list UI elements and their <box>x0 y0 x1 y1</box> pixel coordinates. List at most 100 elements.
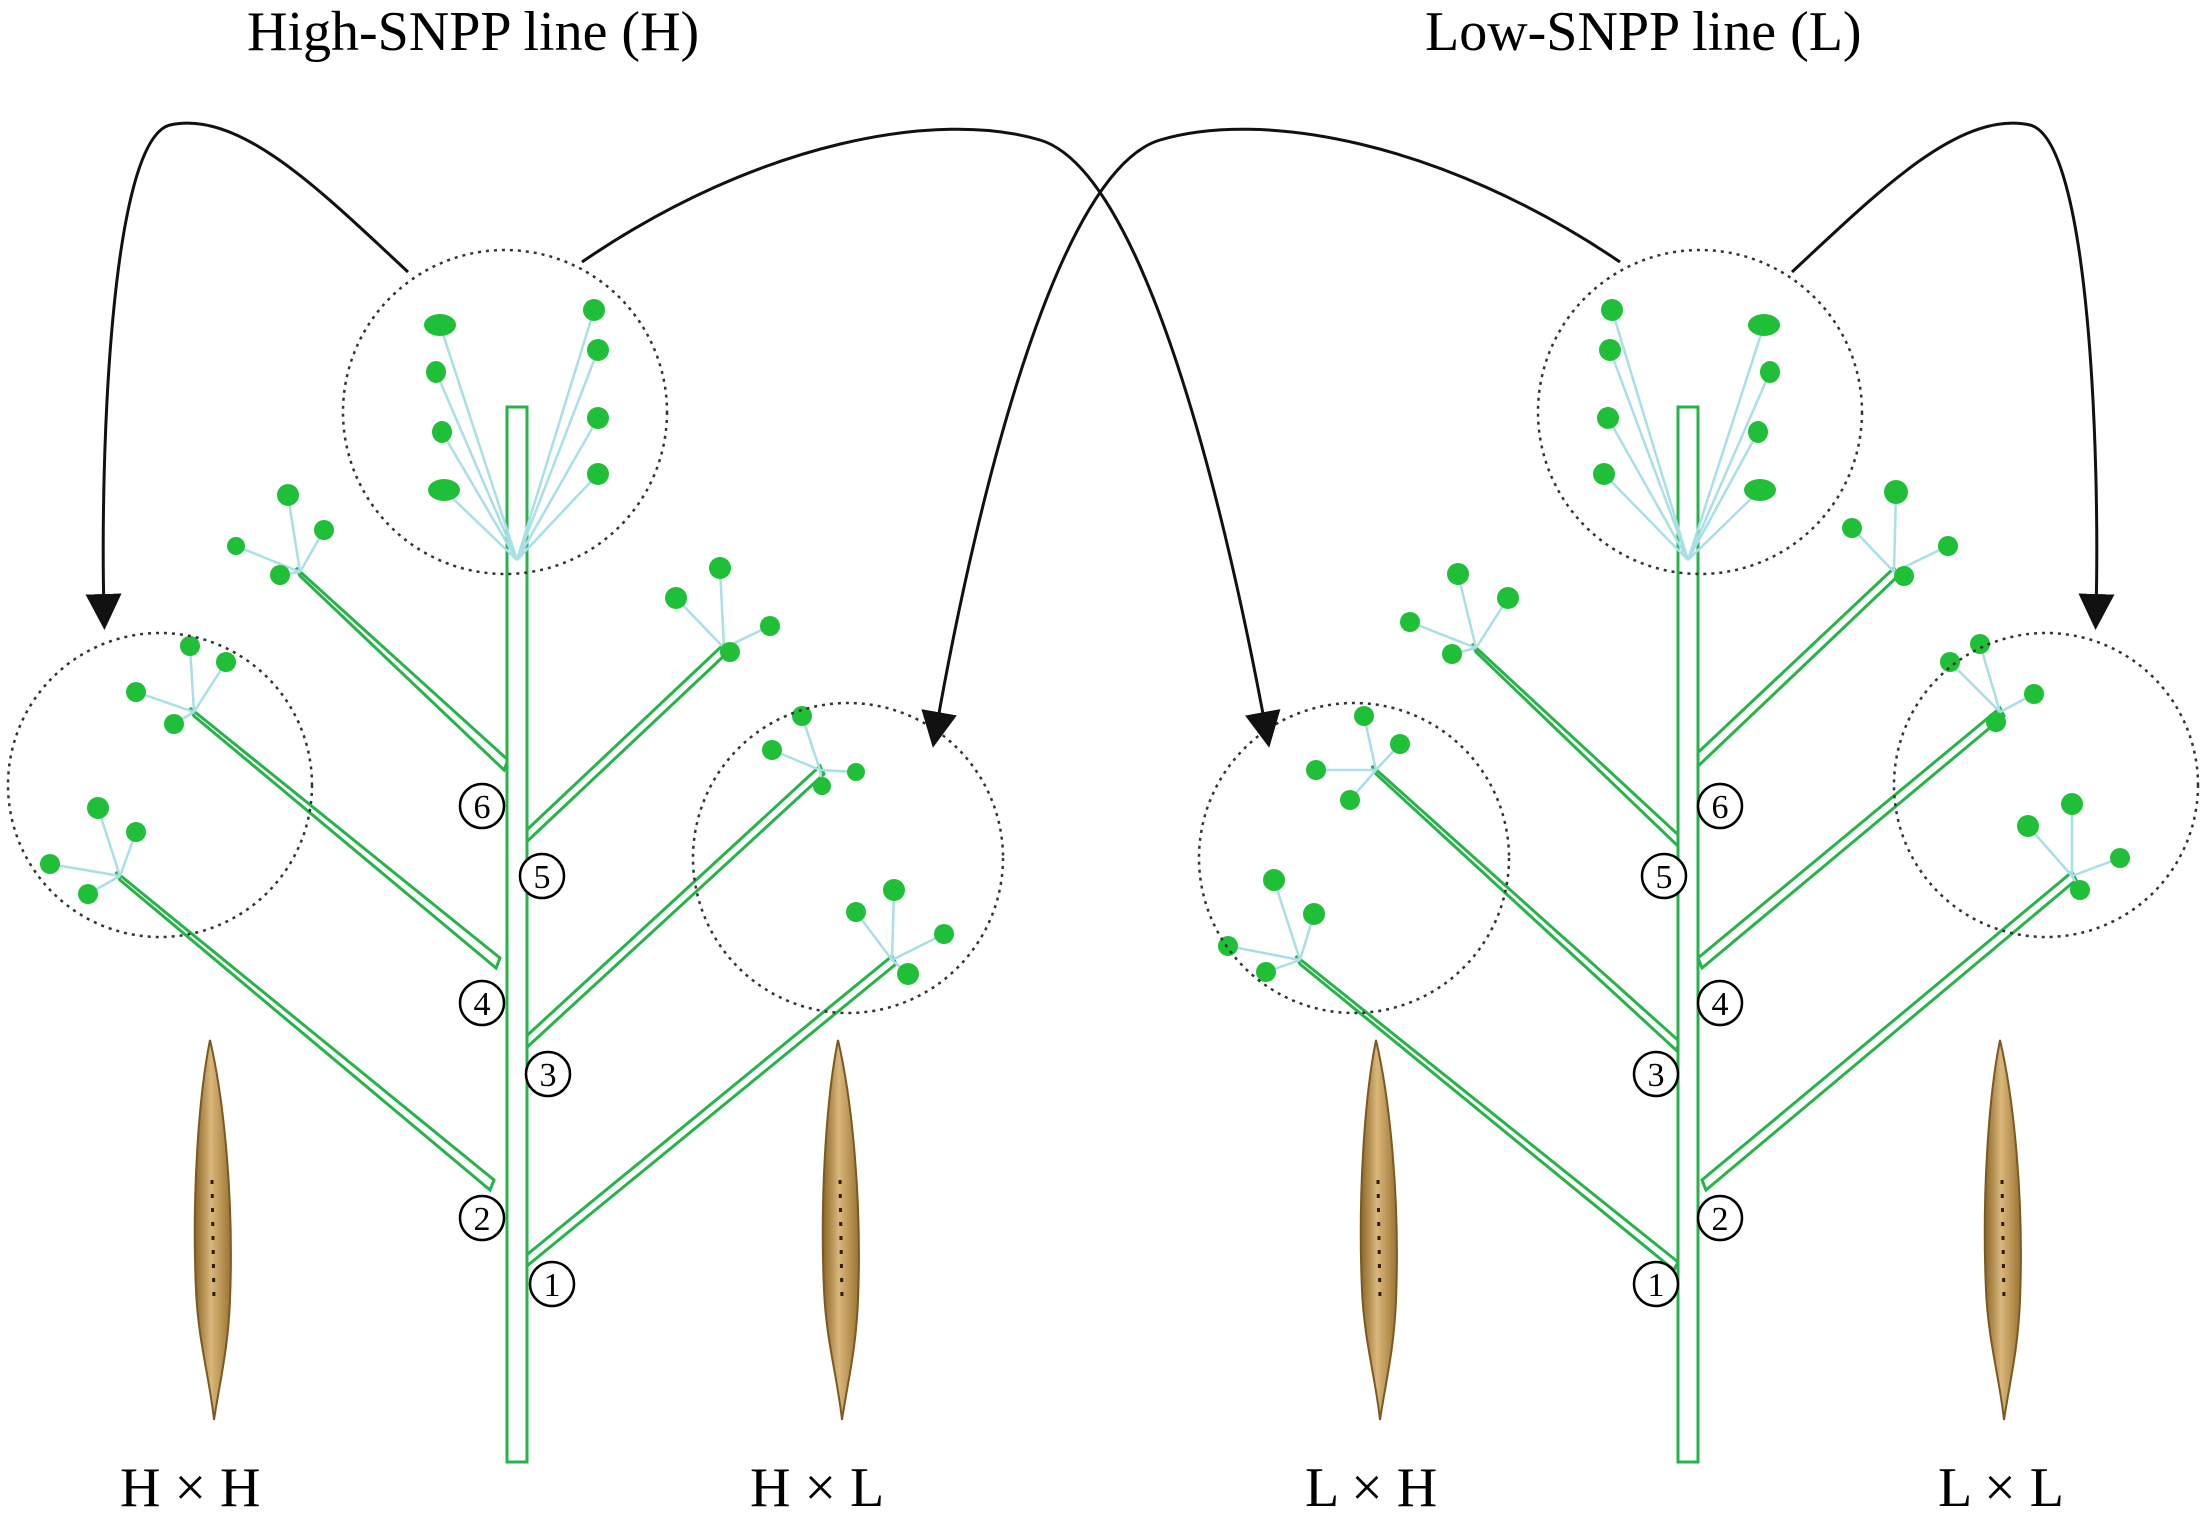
node-marker-6: 6 <box>458 782 506 830</box>
branch-5 <box>512 641 730 853</box>
node-marker-1: 1 <box>1632 1260 1680 1308</box>
flower <box>934 924 954 944</box>
flower <box>1748 314 1780 336</box>
raceme-branch-2 <box>2017 793 2130 900</box>
flower <box>2017 815 2039 837</box>
flower <box>1938 536 1958 556</box>
raceme-branch-4 <box>126 636 236 734</box>
branch-3 <box>518 763 826 1053</box>
branch-1 <box>1294 954 1680 1273</box>
zoom-circle-lh <box>1197 701 1511 1015</box>
flower <box>1593 463 1615 485</box>
branch-3 <box>1370 764 1682 1053</box>
flower <box>1599 339 1621 361</box>
flower <box>1601 299 1623 321</box>
flower <box>665 587 687 609</box>
node-marker-5: 5 <box>1640 852 1688 900</box>
flower <box>1894 566 1914 586</box>
svg-text:4: 4 <box>1712 986 1729 1023</box>
arrow-h-to-lh <box>581 127 1281 748</box>
svg-text:4: 4 <box>474 986 491 1023</box>
main-stem <box>505 405 529 1464</box>
flower <box>126 822 146 842</box>
flower <box>1884 480 1908 504</box>
svg-text:5: 5 <box>1656 859 1673 896</box>
node-marker-3: 3 <box>524 1050 572 1098</box>
flower <box>164 714 184 734</box>
flower <box>432 421 452 443</box>
flower <box>583 299 605 321</box>
flower <box>1744 479 1776 501</box>
silique-pod-icon <box>1359 1039 1398 1421</box>
flower <box>428 479 460 501</box>
flower <box>1400 612 1420 632</box>
raceme-branch-3 <box>762 706 865 795</box>
flower <box>227 537 245 555</box>
flower <box>314 520 334 540</box>
svg-text:1: 1 <box>544 1267 561 1304</box>
flower <box>720 642 740 662</box>
svg-text:2: 2 <box>1712 1201 1729 1238</box>
flower <box>1497 587 1519 609</box>
zoom-circle-hh <box>6 631 314 939</box>
arrow-l-to-ll <box>1790 121 2115 630</box>
cross-label-lh: L × H <box>1305 1457 1437 1515</box>
zoom-circle-high-terminal <box>341 248 669 576</box>
plant-low-snpp: 6 5 4 3 2 1 <box>1218 299 2130 1464</box>
raceme-branch-3 <box>1306 706 1410 810</box>
flower <box>1218 936 1238 956</box>
flower <box>180 636 200 656</box>
node-marker-2: 2 <box>458 1194 506 1242</box>
flower <box>426 361 446 383</box>
svg-text:1: 1 <box>1648 1267 1665 1304</box>
flower <box>587 407 609 429</box>
flower <box>1760 361 1780 383</box>
flower <box>1303 903 1325 925</box>
flower <box>883 879 905 901</box>
raceme-branch-5 <box>1400 563 1519 664</box>
raceme-branch-2 <box>40 797 146 904</box>
flower <box>1447 563 1469 585</box>
silique-pod-icon <box>821 1039 860 1421</box>
raceme-branch-4 <box>1940 634 2044 732</box>
flower <box>126 682 146 702</box>
flower <box>1306 760 1326 780</box>
branch-6 <box>1688 565 1900 773</box>
flower <box>1442 644 1462 664</box>
svg-text:6: 6 <box>474 789 491 826</box>
zoom-circle-ll <box>1892 631 2200 939</box>
flower <box>1597 407 1619 429</box>
arrow-l-to-hl <box>921 127 1621 748</box>
svg-text:5: 5 <box>534 859 551 896</box>
cross-label-ll: L × L <box>1938 1457 2064 1515</box>
silique-pod-icon <box>193 1039 232 1421</box>
flower <box>1263 869 1285 891</box>
zoom-circle-hl <box>691 701 1005 1015</box>
main-stem <box>1676 405 1700 1464</box>
raceme-branch-5 <box>665 557 780 662</box>
flower <box>2061 793 2083 815</box>
cross-label-hh: H × H <box>120 1457 260 1515</box>
flower <box>270 565 290 585</box>
branch-4 <box>188 706 502 971</box>
node-marker-6: 6 <box>1696 782 1744 830</box>
plant-high-snpp: 6 5 4 3 2 1 <box>40 299 954 1464</box>
flower <box>762 740 782 760</box>
flower <box>277 484 299 506</box>
flower <box>1970 634 1990 654</box>
raceme-branch-6 <box>227 484 334 585</box>
flower <box>760 616 780 636</box>
flower <box>792 706 812 726</box>
raceme-branch-1 <box>846 879 954 985</box>
flower <box>1256 962 1276 982</box>
title-high-snpp-line: High-SNPP line (H) <box>247 1 699 63</box>
node-marker-2: 2 <box>1696 1194 1744 1242</box>
flower <box>2110 848 2130 868</box>
branch-2 <box>1700 869 2078 1193</box>
flower <box>424 314 456 336</box>
node-marker-3: 3 <box>1632 1050 1680 1098</box>
flower <box>1986 712 2006 732</box>
svg-text:3: 3 <box>1648 1057 1665 1094</box>
node-marker-5: 5 <box>518 852 566 900</box>
